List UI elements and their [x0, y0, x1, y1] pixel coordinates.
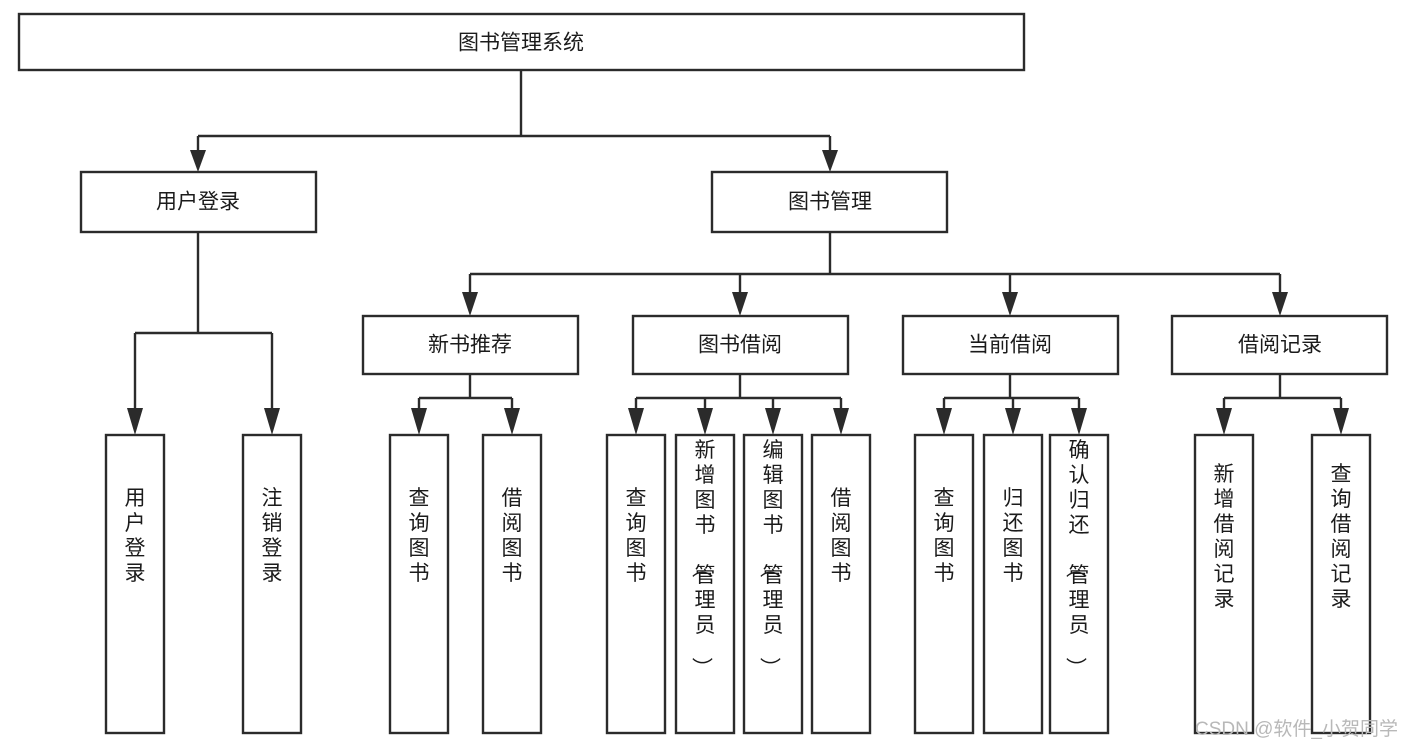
arrow-book-borrow-leaf-1-icon: [697, 408, 713, 435]
leaf-new-book-recommend-0[interactable]: 查询图书: [388, 433, 450, 735]
node-root-box: [17, 12, 1026, 72]
leaf-book-borrow-0-label: 查询图书: [626, 487, 647, 585]
node-new-book-recommend[interactable]: 新书推荐: [361, 314, 580, 376]
leaf-book-borrow-1[interactable]: 新增图书（管理员）: [674, 433, 736, 735]
leaf-user-login-1[interactable]: 注销登录: [241, 433, 303, 735]
leaf-current-borrow-1-label: 归还图书: [1003, 487, 1024, 585]
leaf-borrow-record-0-box: [1193, 433, 1255, 735]
node-book-management-box: [710, 170, 949, 234]
node-root-label: 图书管理系统: [458, 32, 584, 55]
leaf-book-borrow-3-box: [810, 433, 872, 735]
node-user-login-label: 用户登录: [156, 191, 240, 214]
node-book-borrow[interactable]: 图书借阅: [631, 314, 850, 376]
leaf-user-login-0-box: [104, 433, 166, 735]
leaf-new-book-recommend-0-box: [388, 433, 450, 735]
leaf-borrow-record-0[interactable]: 新增借阅记录: [1193, 433, 1255, 735]
leaf-book-borrow-2-label: 编辑图书（管理员）: [758, 439, 784, 678]
arrow-borrow-record-leaf-0-icon: [1216, 408, 1232, 435]
csdn-watermark: CSDN @软件_小贺同学: [1195, 718, 1398, 740]
leaf-book-borrow-0-box: [605, 433, 667, 735]
node-current-borrow-label: 当前借阅: [968, 334, 1052, 357]
leaf-current-borrow-0[interactable]: 查询图书: [913, 433, 975, 735]
leaf-book-borrow-2[interactable]: 编辑图书（管理员）: [742, 433, 804, 735]
node-borrow-record-label: 借阅记录: [1238, 334, 1322, 357]
leaf-user-login-1-box: [241, 433, 303, 735]
node-borrow-record[interactable]: 借阅记录: [1170, 314, 1389, 376]
arrow-user-login-leaf-0-icon: [127, 408, 143, 435]
arrow-current-borrow-leaf-0-icon: [936, 408, 952, 435]
arrow-current-borrow-leaf-1-icon: [1005, 408, 1021, 435]
node-current-borrow-box: [901, 314, 1120, 376]
arrow-borrow-record-leaf-1-icon: [1333, 408, 1349, 435]
leaf-new-book-recommend-1[interactable]: 借阅图书: [481, 433, 543, 735]
node-book-management-label: 图书管理: [788, 191, 872, 214]
leaf-book-borrow-0[interactable]: 查询图书: [605, 433, 667, 735]
arrow-book-mgmt-to-l3-0-icon: [462, 292, 478, 316]
arrow-book-borrow-leaf-3-icon: [833, 408, 849, 435]
leaf-current-borrow-2[interactable]: 确认归还（管理员）: [1048, 433, 1110, 735]
node-new-book-recommend-label: 新书推荐: [428, 334, 512, 357]
leaf-borrow-record-1[interactable]: 查询借阅记录: [1310, 433, 1372, 735]
arrow-root-to-book-mgmt-icon: [822, 150, 838, 172]
leaf-book-borrow-3-label: 借阅图书: [831, 487, 852, 585]
arrow-new-book-leaf-0-icon: [411, 408, 427, 435]
connector-layer: [127, 70, 1349, 435]
node-book-management[interactable]: 图书管理: [710, 170, 949, 234]
node-current-borrow[interactable]: 当前借阅: [901, 314, 1120, 376]
arrow-root-to-user-login-icon: [190, 150, 206, 172]
arrow-book-borrow-leaf-0-icon: [628, 408, 644, 435]
leaf-user-login-0[interactable]: 用户登录: [104, 433, 166, 735]
leaf-current-borrow-2-box: [1048, 433, 1110, 735]
leaf-current-borrow-1-box: [982, 433, 1044, 735]
leaf-current-borrow-0-label: 查询图书: [934, 487, 955, 585]
leaf-new-book-recommend-0-label: 查询图书: [409, 487, 430, 585]
leaf-book-borrow-1-label: 新增图书（管理员）: [690, 439, 716, 678]
leaf-current-borrow-2-label: 确认归还（管理员）: [1064, 439, 1090, 678]
node-root-book-management-system[interactable]: 图书管理系统: [17, 12, 1026, 72]
leaf-borrow-record-0-label: 新增借阅记录: [1214, 463, 1235, 611]
node-book-borrow-box: [631, 314, 850, 376]
leaf-current-borrow-1[interactable]: 归还图书: [982, 433, 1044, 735]
leaf-user-login-1-label: 注销登录: [262, 487, 283, 585]
leaf-book-borrow-1-box: [674, 433, 736, 735]
arrow-book-mgmt-to-l3-2-icon: [1002, 292, 1018, 316]
leaf-user-login-0-label: 用户登录: [125, 487, 146, 585]
arrow-book-mgmt-to-l3-3-icon: [1272, 292, 1288, 316]
leaf-new-book-recommend-1-box: [481, 433, 543, 735]
node-user-login[interactable]: 用户登录: [79, 170, 318, 234]
node-user-login-box: [79, 170, 318, 234]
leaf-book-borrow-2-box: [742, 433, 804, 735]
leaf-borrow-record-1-label: 查询借阅记录: [1331, 463, 1352, 611]
leaf-borrow-record-1-box: [1310, 433, 1372, 735]
node-book-borrow-label: 图书借阅: [698, 334, 782, 357]
arrow-current-borrow-leaf-2-icon: [1071, 408, 1087, 435]
leaf-new-book-recommend-1-label: 借阅图书: [502, 487, 523, 585]
arrow-user-login-leaf-1-icon: [264, 408, 280, 435]
leaf-current-borrow-0-box: [913, 433, 975, 735]
arrow-book-borrow-leaf-2-icon: [765, 408, 781, 435]
node-new-book-recommend-box: [361, 314, 580, 376]
leaf-book-borrow-3[interactable]: 借阅图书: [810, 433, 872, 735]
arrow-new-book-leaf-1-icon: [504, 408, 520, 435]
node-borrow-record-box: [1170, 314, 1389, 376]
arrow-book-mgmt-to-l3-1-icon: [732, 292, 748, 316]
